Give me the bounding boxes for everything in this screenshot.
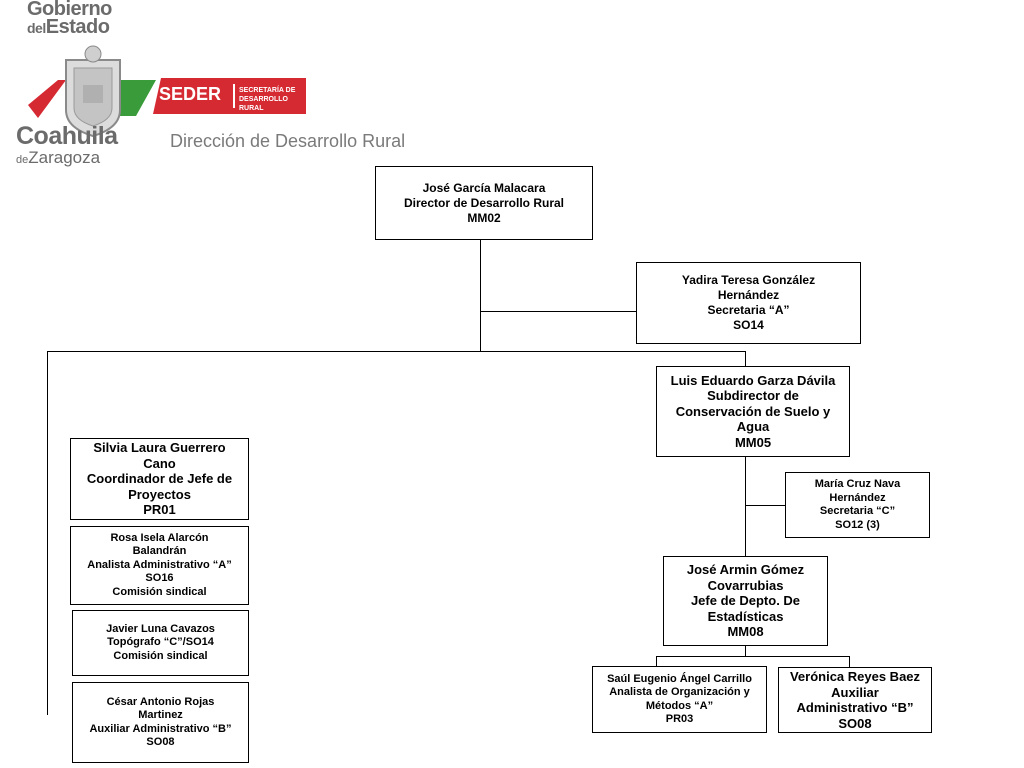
person-name-cont: Balandrán bbox=[132, 545, 187, 558]
person-name: José Armin Gómez bbox=[686, 562, 805, 578]
position-title: Topógrafo “C”/SO14 bbox=[107, 636, 214, 649]
person-name: Silvia Laura Guerrero bbox=[93, 440, 226, 456]
person-name: Luis Eduardo Garza Dávila bbox=[670, 372, 836, 388]
person-name: Javier Luna Cavazos bbox=[106, 622, 215, 635]
org-box-auxiliar-administrativo-b-left: César Antonio Rojas Martinez Auxiliar Ad… bbox=[72, 682, 249, 763]
position-title-cont: Administrativo “B” bbox=[796, 700, 914, 715]
gov-line2-del: del bbox=[27, 20, 46, 36]
coat-of-arms-icon bbox=[28, 45, 156, 138]
connector-line bbox=[745, 351, 746, 366]
person-name: Rosa Isela Alarcón bbox=[110, 531, 209, 544]
connector-line bbox=[745, 505, 785, 506]
connector-line bbox=[47, 351, 48, 715]
position-note: Comisión sindical bbox=[113, 649, 208, 662]
person-name: José García Malacara bbox=[422, 180, 546, 195]
org-box-subdirector: Luis Eduardo Garza Dávila Subdirector de… bbox=[656, 366, 850, 457]
position-code: SO12 (3) bbox=[835, 518, 880, 531]
position-title-cont: Métodos “A” bbox=[645, 699, 714, 712]
position-code: SO14 bbox=[733, 318, 764, 332]
person-name-cont: Covarrubias bbox=[707, 577, 784, 593]
state-sub-prefix: de bbox=[16, 154, 29, 166]
org-box-topografo: Javier Luna Cavazos Topógrafo “C”/SO14 C… bbox=[72, 610, 249, 676]
org-box-analista-administrativo-a: Rosa Isela Alarcón Balandrán Analista Ad… bbox=[70, 526, 249, 605]
position-title-cont: Proyectos bbox=[128, 486, 191, 502]
gov-line1: Gobierno bbox=[27, 0, 112, 20]
org-box-secretaria-a: Yadira Teresa González Hernández Secreta… bbox=[636, 262, 861, 344]
position-code: SO08 bbox=[838, 715, 872, 731]
connector-line bbox=[480, 311, 636, 312]
position-code: MM02 bbox=[467, 210, 501, 225]
state-name: Coahuila bbox=[16, 122, 118, 150]
seder-sub2: DESARROLLO RURAL bbox=[239, 96, 288, 112]
connector-line bbox=[480, 240, 481, 351]
position-code: SO08 bbox=[146, 736, 175, 748]
seder-banner-shape bbox=[153, 78, 306, 114]
position-note: Comisión sindical bbox=[112, 585, 207, 598]
person-name-cont: Hernández bbox=[717, 288, 780, 302]
org-box-jefe-depto: José Armin Gómez Covarrubias Jefe de Dep… bbox=[663, 556, 828, 646]
position-title: Jefe de Depto. De bbox=[690, 593, 801, 609]
org-box-director: José García Malacara Director de Desarro… bbox=[375, 166, 593, 240]
position-title: Analista de Organización y bbox=[609, 686, 750, 698]
person-name-cont: Cano bbox=[143, 455, 176, 471]
position-title: Auxiliar Administrativo “B” bbox=[89, 722, 232, 735]
position-title: Subdirector de bbox=[707, 388, 799, 404]
seder-label: SEDER bbox=[159, 84, 222, 104]
page-title: Dirección de Desarrollo Rural bbox=[170, 131, 406, 151]
position-code: MM05 bbox=[734, 434, 772, 450]
person-name: Verónica Reyes Baez bbox=[789, 669, 921, 684]
seder-subtitle: SECRETARÍA DE DESARROLLO RURAL bbox=[239, 86, 306, 113]
position-code: PR03 bbox=[665, 713, 694, 725]
gov-line2-estado: Estado bbox=[45, 16, 110, 38]
org-box-auxiliar-administrativo-b-right: Verónica Reyes Baez Auxiliar Administrat… bbox=[778, 667, 932, 733]
government-logo-text: Gobierno delEstado bbox=[27, 0, 112, 37]
position-title: Secretaria “C” bbox=[819, 505, 896, 517]
connector-line bbox=[849, 656, 850, 667]
position-title: Secretaria “A” bbox=[707, 303, 790, 317]
position-title: Director de Desarrollo Rural bbox=[403, 195, 565, 210]
position-title-cont: Conservación de Suelo y bbox=[675, 403, 831, 419]
position-title: Auxiliar bbox=[831, 684, 879, 700]
person-name: María Cruz Nava bbox=[814, 478, 901, 490]
org-box-coordinador: Silvia Laura Guerrero Cano Coordinador d… bbox=[70, 438, 249, 520]
org-box-analista-organizacion: Saúl Eugenio Ángel Carrillo Analista de … bbox=[592, 666, 767, 733]
connector-line bbox=[745, 456, 746, 556]
person-name-cont: Hernández bbox=[829, 491, 886, 504]
connector-line bbox=[656, 656, 657, 666]
person-name-cont: Martinez bbox=[138, 709, 183, 721]
state-name-logo: Coahuila deZaragoza bbox=[16, 124, 118, 169]
position-title-cont: Agua bbox=[736, 419, 770, 435]
person-name: Saúl Eugenio Ángel Carrillo bbox=[607, 672, 752, 685]
state-sub: Zaragoza bbox=[28, 148, 101, 167]
position-title: Analista Administrativo “A” bbox=[87, 558, 232, 571]
position-title: Coordinador de Jefe de bbox=[86, 471, 233, 487]
position-title-cont: Estadísticas bbox=[707, 608, 784, 624]
org-box-secretaria-c: María Cruz Nava Hernández Secretaria “C”… bbox=[785, 472, 930, 538]
person-name: César Antonio Rojas bbox=[106, 695, 215, 708]
connector-line bbox=[656, 656, 850, 657]
position-code: SO16 bbox=[145, 572, 174, 585]
position-code: PR01 bbox=[143, 502, 176, 518]
seder-logo: SEDER SECRETARÍA DE DESARROLLO RURAL bbox=[153, 78, 306, 114]
seder-sub1: SECRETARÍA DE bbox=[239, 87, 296, 94]
connector-line bbox=[47, 351, 746, 352]
person-name: Yadira Teresa González bbox=[681, 273, 816, 287]
position-code: MM08 bbox=[727, 624, 764, 640]
connector-line bbox=[745, 645, 746, 656]
